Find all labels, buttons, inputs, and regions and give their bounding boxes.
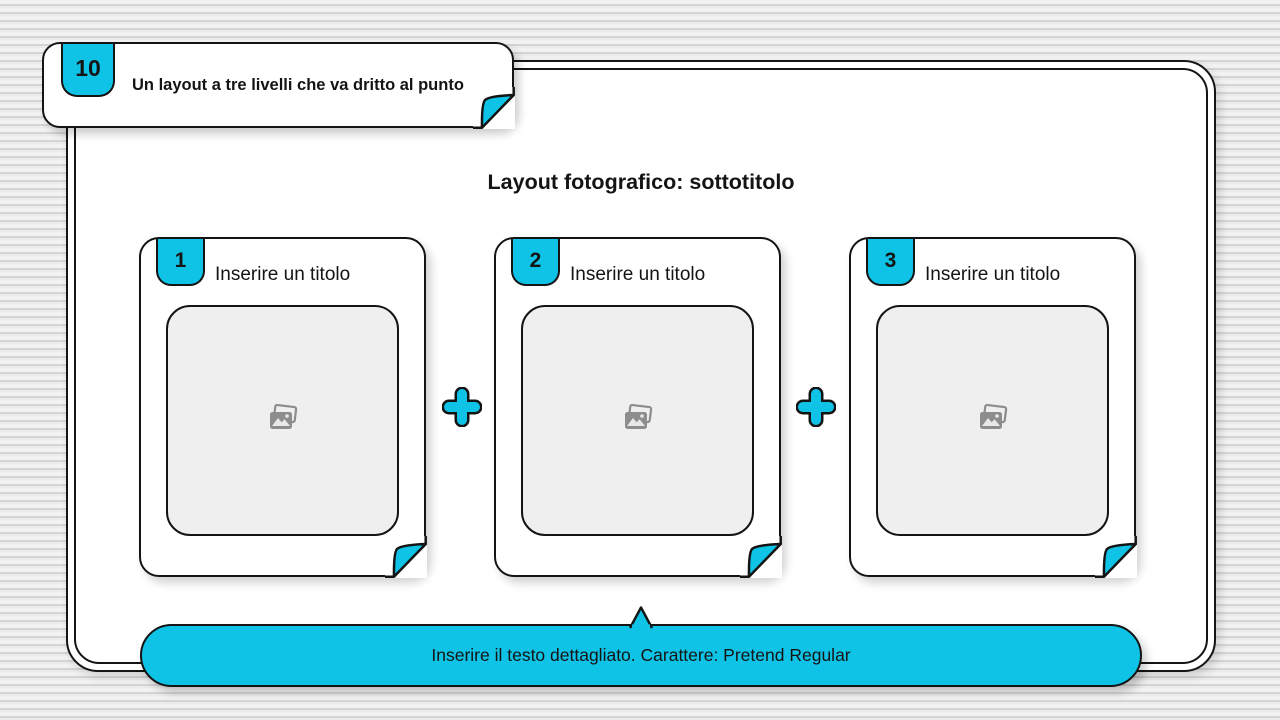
content-card-3[interactable]: 3 Inserire un titolo	[849, 237, 1137, 578]
header-note[interactable]: 10 Un layout a tre livelli che va dritto…	[42, 42, 515, 129]
content-card-2[interactable]: 2 Inserire un titolo	[494, 237, 782, 578]
image-placeholder-icon	[267, 403, 299, 438]
card-number-badge: 3	[866, 239, 915, 286]
folded-corner-icon	[1094, 535, 1137, 578]
image-placeholder[interactable]	[166, 305, 399, 536]
card-number-badge: 1	[156, 239, 205, 286]
plus-icon[interactable]	[441, 386, 483, 428]
footer-note-pointer-icon	[628, 605, 654, 630]
card-title[interactable]: Inserire un titolo	[925, 264, 1061, 285]
folded-corner-icon	[472, 86, 515, 129]
card-number-badge: 2	[511, 239, 560, 286]
slide-title[interactable]: Layout fotografico: sottotitolo	[487, 170, 795, 194]
image-placeholder[interactable]	[876, 305, 1109, 536]
image-placeholder-icon	[622, 403, 654, 438]
slide-number-badge: 10	[61, 44, 115, 97]
footer-note-text[interactable]: Inserire il testo dettagliato. Carattere…	[431, 645, 851, 665]
card-title[interactable]: Inserire un titolo	[570, 264, 706, 285]
image-placeholder[interactable]	[521, 305, 754, 536]
folded-corner-icon	[739, 535, 782, 578]
header-note-text[interactable]: Un layout a tre livelli che va dritto al…	[132, 75, 464, 94]
content-card-1[interactable]: 1 Inserire un titolo	[139, 237, 427, 578]
footer-note[interactable]: Inserire il testo dettagliato. Carattere…	[140, 606, 1142, 687]
folded-corner-icon	[384, 535, 427, 578]
image-placeholder-icon	[977, 403, 1009, 438]
plus-icon[interactable]	[795, 386, 837, 428]
card-title[interactable]: Inserire un titolo	[215, 264, 351, 285]
slide-card: Layout fotografico: sottotitolo 1 Inseri…	[66, 60, 1216, 672]
